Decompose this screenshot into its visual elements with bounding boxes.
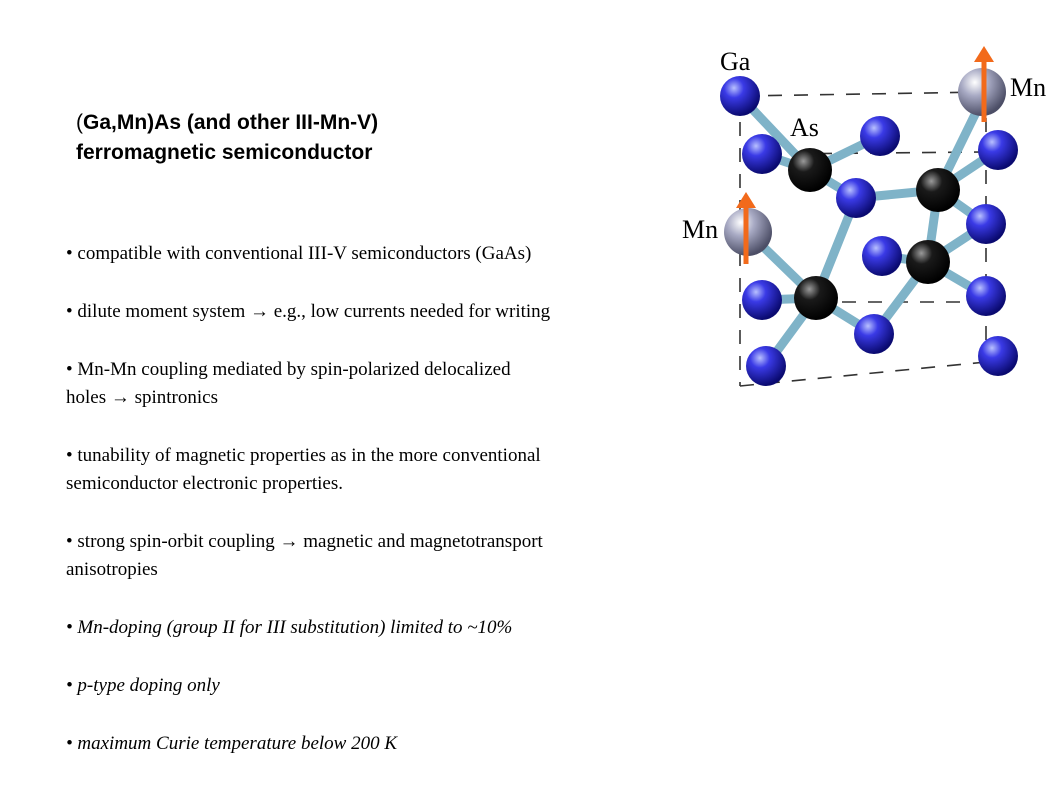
ga-atom [978, 130, 1018, 170]
slide-title: (Ga,Mn)As (and other III-Mn-V) ferromagn… [76, 108, 378, 168]
ga-atom [742, 134, 782, 174]
as-atom [794, 276, 838, 320]
mn-label-top: Mn [1010, 73, 1046, 102]
ga-atom [742, 280, 782, 320]
bullet-item: • p-type doping only [66, 675, 220, 696]
as-atom [916, 168, 960, 212]
bullet-item: • Mn-doping (group II for III substituti… [66, 617, 513, 638]
ga-atom [836, 178, 876, 218]
bullet-item: • compatible with conventional III-V sem… [66, 243, 532, 264]
ga-atoms [720, 76, 1018, 386]
title-line2: ferromagnetic semiconductor [76, 141, 373, 164]
title-open-paren: ( [76, 111, 83, 134]
bullet-item: • dilute moment system → e.g., low curre… [66, 301, 551, 322]
spin-arrowhead-left [736, 192, 756, 208]
as-label: As [790, 113, 819, 142]
bullet-item: • tunability of magnetic properties as i… [66, 445, 541, 494]
ga-atom [854, 314, 894, 354]
bullet-item: • maximum Curie temperature below 200 K [66, 733, 398, 754]
mn-label-left: Mn [682, 215, 718, 244]
bullet-item: • Mn-Mn coupling mediated by spin-polari… [66, 359, 511, 408]
spin-arrows [736, 46, 994, 264]
title-line1: Ga,Mn)As (and other III-Mn-V) [83, 111, 379, 134]
ga-atom [966, 204, 1006, 244]
as-atoms [788, 148, 960, 320]
bullet-list: • compatible with conventional III-V sem… [66, 240, 686, 788]
ga-atom [966, 276, 1006, 316]
gamnas-crystal-diagram: Ga As Mn Mn [682, 46, 1046, 387]
as-atom [906, 240, 950, 284]
ga-atom [862, 236, 902, 276]
ga-atom [746, 346, 786, 386]
bullet-item: • strong spin-orbit coupling → magnetic … [66, 531, 543, 580]
ga-atom [860, 116, 900, 156]
ga-atom [978, 336, 1018, 376]
ga-atom [720, 76, 760, 116]
spin-arrowhead-top [974, 46, 994, 62]
ga-label: Ga [720, 47, 751, 76]
as-atom [788, 148, 832, 192]
cube-edge [741, 91, 987, 97]
